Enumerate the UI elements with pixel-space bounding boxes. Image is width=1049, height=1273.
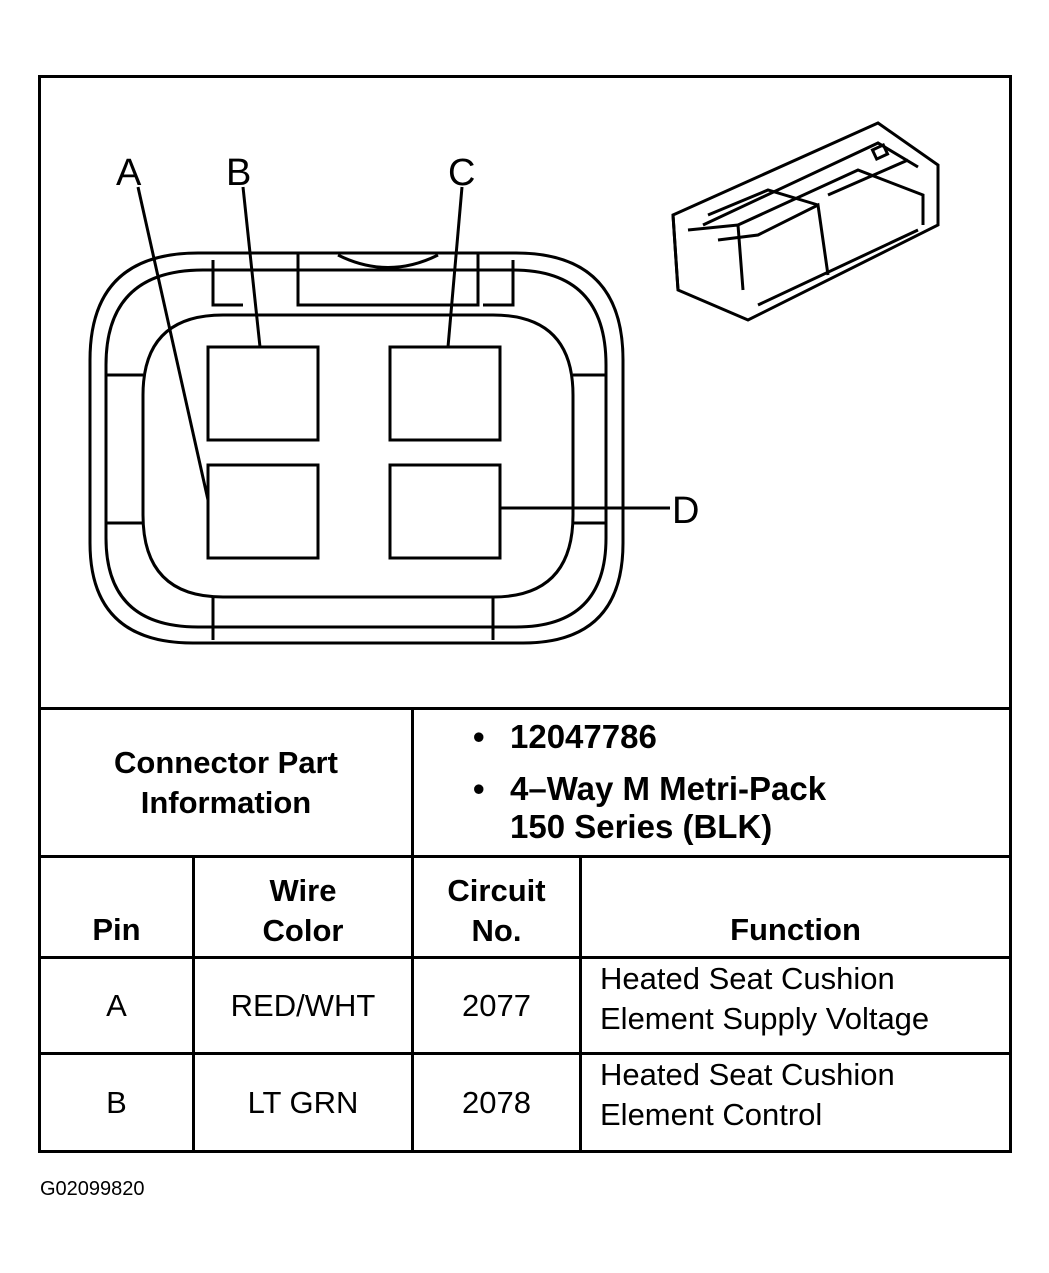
callout-d: D bbox=[672, 490, 699, 532]
connector-description-line1: 4–Way M Metri-Pack bbox=[510, 770, 827, 807]
figure-frame bbox=[38, 75, 1012, 1153]
connector-top-key bbox=[296, 253, 480, 307]
divider-header-bottom bbox=[38, 956, 1012, 959]
row-b-circuit: 2078 bbox=[462, 1084, 531, 1120]
connector-face-diagram: A B C D bbox=[88, 121, 940, 645]
divider-info-mid bbox=[411, 707, 414, 857]
leader-line-c bbox=[446, 186, 464, 348]
terminal-cavity-b bbox=[206, 345, 320, 442]
description-bullet: • bbox=[473, 770, 485, 807]
leader-line-a bbox=[136, 186, 210, 501]
connector-description-line2: 150 Series (BLK) bbox=[510, 808, 773, 845]
row-a-circuit: 2077 bbox=[462, 987, 531, 1023]
connector-info-label-line1: Connector Part bbox=[114, 744, 338, 780]
part-number: 12047786 bbox=[510, 718, 657, 755]
header-pin: Pin bbox=[92, 912, 141, 947]
row-b-pin: B bbox=[106, 1084, 127, 1120]
divider-info-bottom bbox=[38, 855, 1012, 858]
row-a-wire-color: RED/WHT bbox=[230, 987, 376, 1023]
terminal-cavity-c bbox=[388, 345, 502, 442]
terminal-cavity-d bbox=[388, 463, 502, 560]
header-circuit-no: Circuit No. bbox=[447, 873, 546, 948]
figure-id: G02099820 bbox=[40, 1178, 145, 1200]
connector-outer-shell bbox=[88, 251, 625, 645]
part-number-bullet: • bbox=[473, 718, 485, 755]
row-a-pin: A bbox=[106, 987, 127, 1023]
terminal-cavity-a bbox=[206, 463, 320, 560]
connector-info-label-line2: Information bbox=[140, 784, 312, 820]
header-wire-color: Wire Color bbox=[262, 873, 344, 948]
row-b-wire-color: LT GRN bbox=[247, 1084, 359, 1120]
callout-c: C bbox=[448, 152, 475, 194]
connector-info-label: Connector Part Information bbox=[41, 710, 411, 855]
callout-a: A bbox=[116, 152, 142, 194]
divider-info-top bbox=[38, 707, 1012, 710]
callout-b: B bbox=[226, 152, 251, 194]
divider-row-a-bottom bbox=[38, 1052, 1012, 1055]
header-function: Function bbox=[730, 912, 861, 947]
row-b-function: Heated Seat Cushion Element Control bbox=[600, 1057, 895, 1132]
row-a-function: Heated Seat Cushion Element Supply Volta… bbox=[600, 961, 930, 1036]
connector-isometric-icon bbox=[671, 121, 940, 322]
leader-line-b bbox=[241, 186, 262, 348]
